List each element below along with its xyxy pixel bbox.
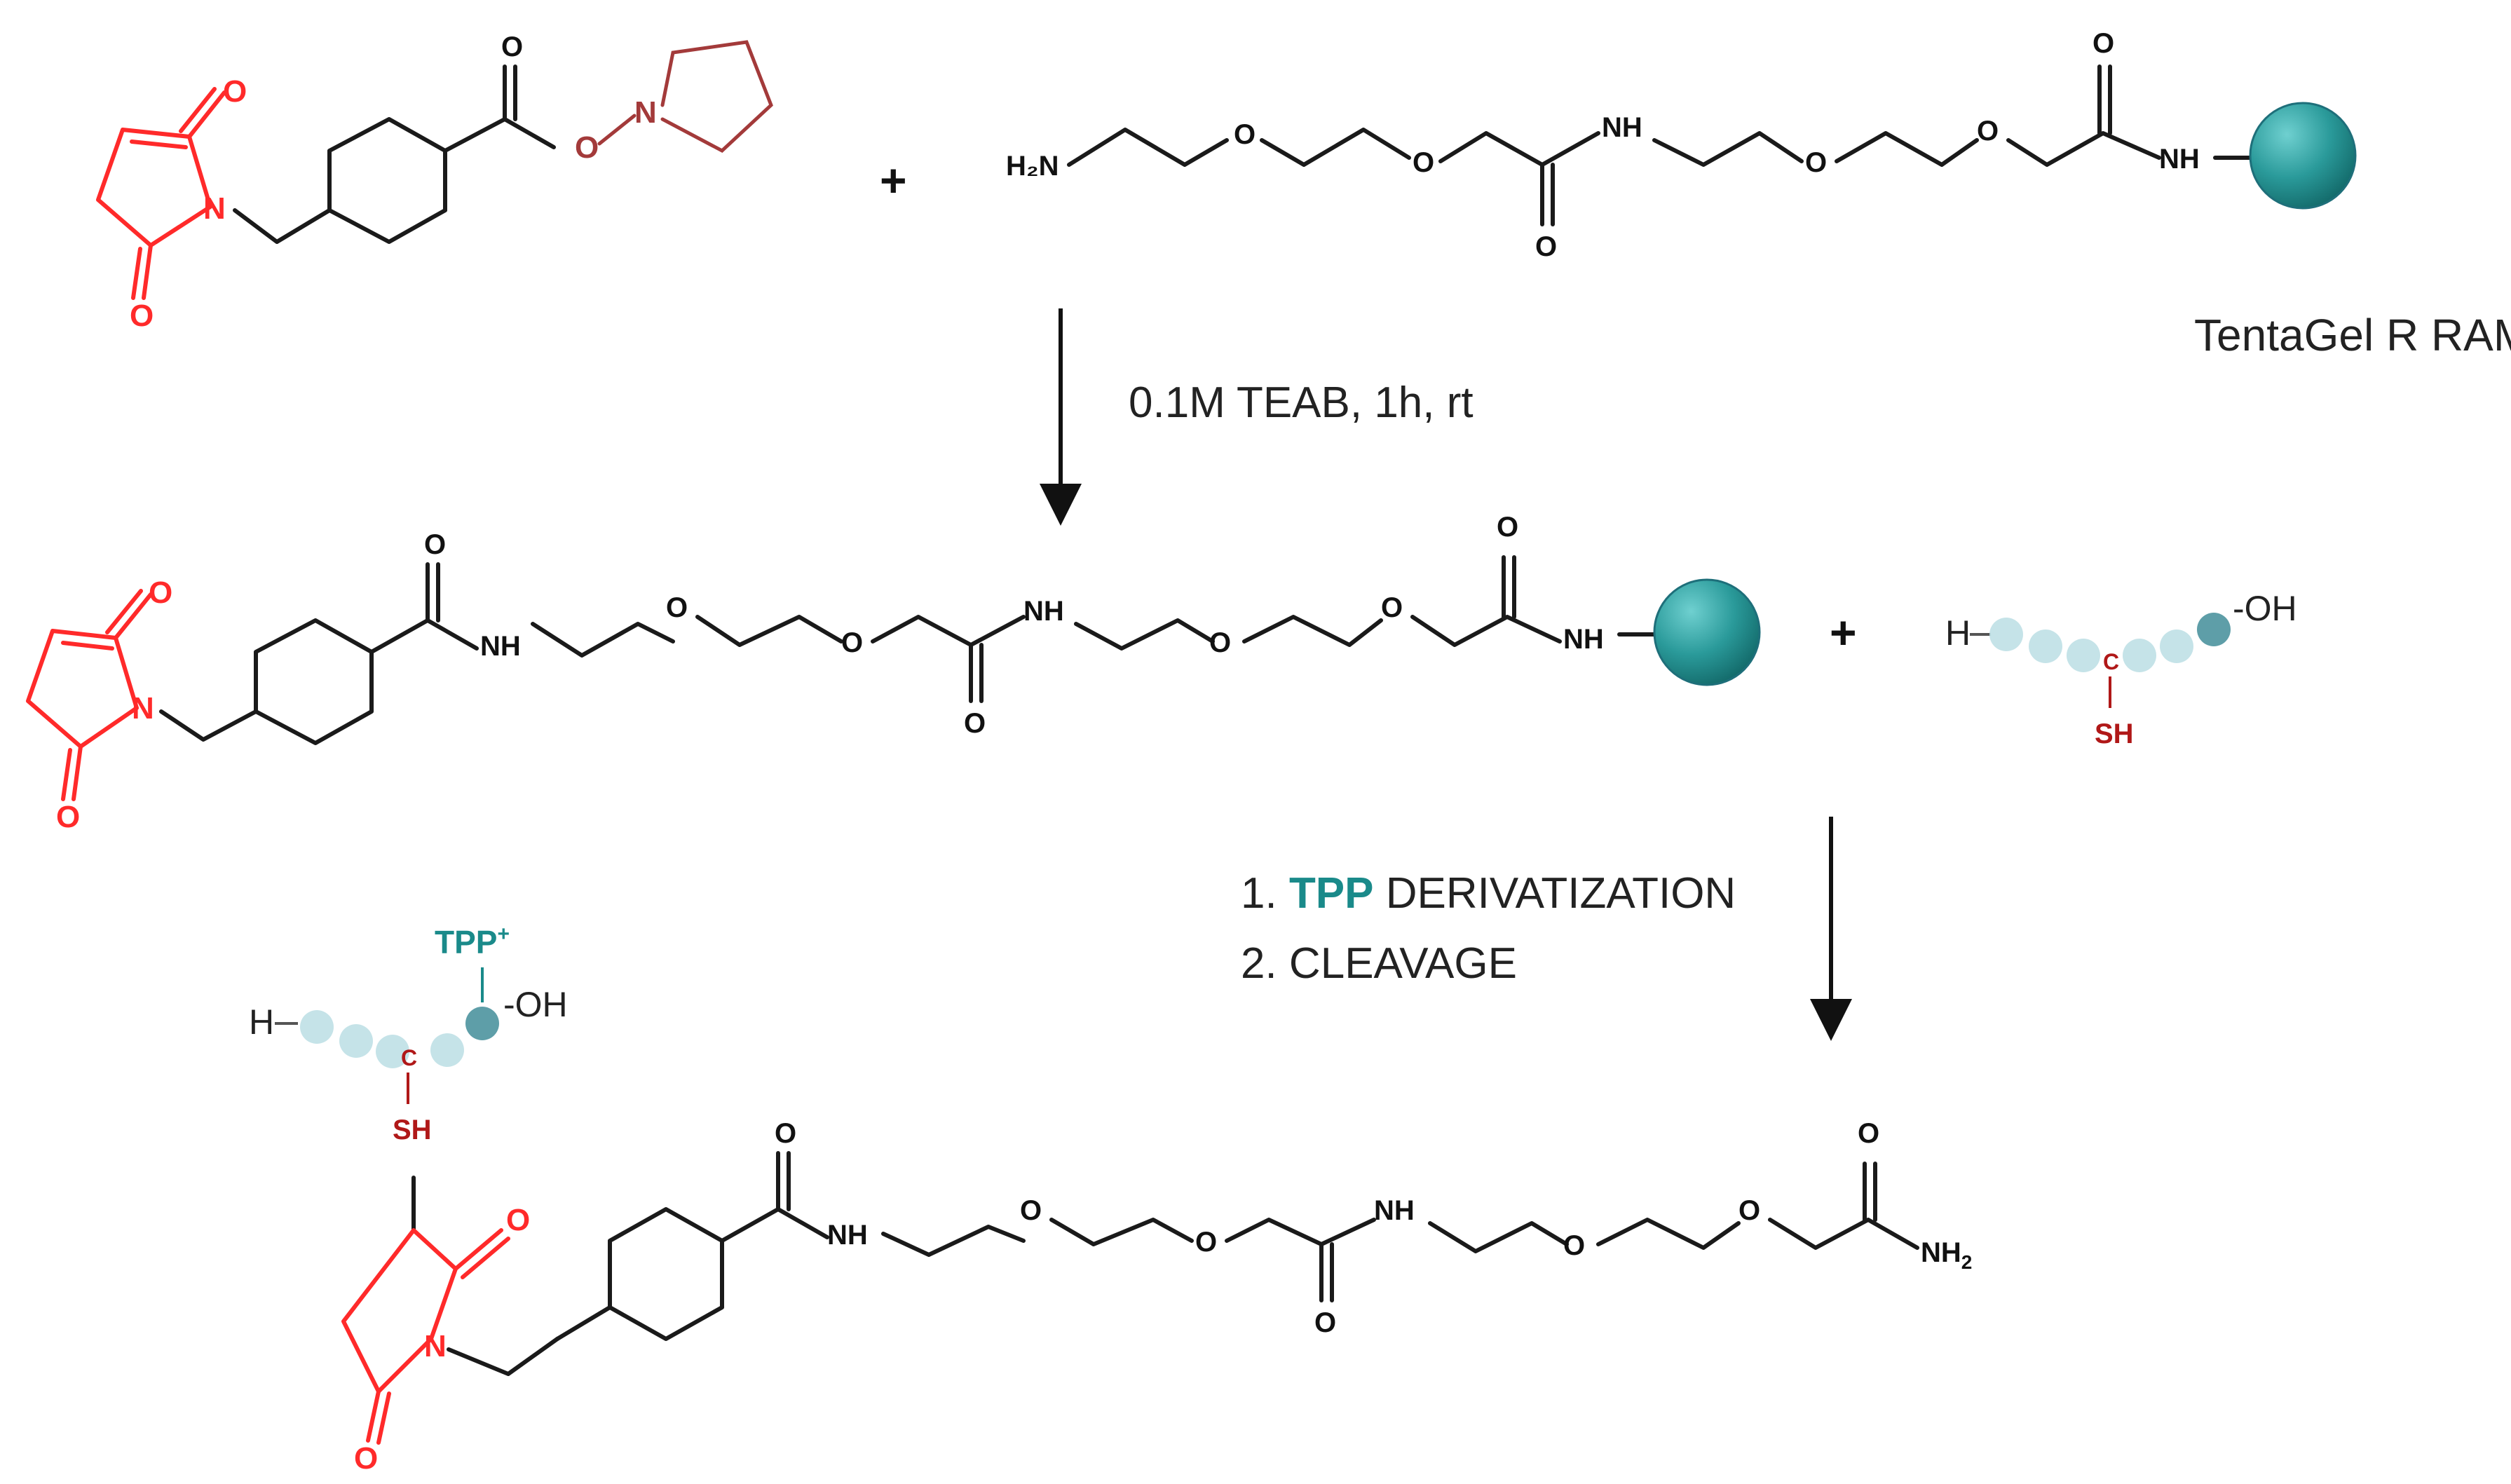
tpp-label: TPP+ — [435, 923, 510, 960]
tentagel-linker: H₂N O O O NH O O O NH — [1006, 28, 2357, 262]
residue-bead-icon — [2067, 639, 2100, 672]
atom-o: O — [1413, 147, 1434, 178]
resin-bead-icon — [1653, 578, 1761, 686]
residue-bead-icon — [2197, 613, 2231, 646]
atom-o: O — [964, 708, 986, 739]
maleimide-ring: O O N — [96, 74, 247, 333]
atom-o: O — [1563, 1230, 1585, 1261]
atom-o: O — [1977, 116, 1999, 147]
atom-o: O — [1234, 119, 1256, 150]
cysteine-c: C — [401, 1045, 417, 1070]
plus-sign: + — [1830, 606, 1857, 658]
atom-n: N — [634, 95, 657, 130]
final-conjugate: TPP+ H -OH C SH O O N O NH O — [249, 923, 1972, 1476]
peptide-oh: -OH — [503, 985, 568, 1024]
atom-n: N — [203, 191, 226, 226]
atom-n: N — [132, 691, 154, 726]
residue-bead-icon — [376, 1035, 409, 1068]
atom-o: O — [149, 576, 172, 610]
atom-nh: NH — [827, 1220, 868, 1251]
atom-o: O — [2092, 28, 2114, 59]
atom-o: O — [1497, 512, 1518, 543]
atom-o: O — [501, 32, 523, 62]
maleimide-ring: O O N — [26, 576, 172, 834]
atom-nh: NH — [1374, 1195, 1415, 1226]
cysteine-c: C — [2103, 649, 2119, 674]
plus-sign: + — [880, 154, 907, 206]
peptide-h: H — [249, 1002, 274, 1042]
step2-line2: 2. CLEAVAGE — [1241, 939, 1517, 988]
atom-o: O — [424, 529, 446, 560]
atom-nh: NH — [1602, 112, 1642, 143]
residue-bead-icon — [2123, 639, 2156, 672]
peptide-h: H — [1945, 613, 1971, 653]
atom-o: O — [1858, 1118, 1879, 1149]
residue-bead-icon — [2160, 629, 2193, 663]
atom-o: O — [56, 800, 80, 834]
tpp-highlight: TPP — [1289, 869, 1374, 918]
resin-bead-icon — [2249, 102, 2357, 210]
atom-o: O — [666, 592, 688, 623]
atom-o: O — [506, 1203, 530, 1237]
step1-conditions: 0.1M TEAB, 1h, rt — [1129, 379, 1474, 427]
atom-nh: NH — [2159, 144, 2200, 175]
atom-o: O — [1020, 1195, 1042, 1226]
atom-nh: NH — [480, 631, 521, 662]
atom-o: O — [841, 627, 863, 658]
atom-o: O — [1805, 147, 1827, 178]
atom-o: O — [575, 130, 599, 165]
atom-o: O — [1209, 627, 1231, 658]
residue-bead-icon — [300, 1010, 334, 1044]
atom-h2n: H₂N — [1006, 151, 1059, 182]
atom-o: O — [1381, 592, 1403, 623]
residue-bead-icon — [2029, 629, 2062, 663]
maleimide-nhs-ester: O O N O O N — [96, 32, 773, 333]
atom-o: O — [130, 299, 154, 333]
residue-bead-icon — [465, 1007, 499, 1040]
atom-o: O — [354, 1441, 378, 1476]
thiol-sh: SH — [2095, 719, 2134, 749]
resin-label: TentaGel R RAM — [2194, 310, 2511, 360]
atom-o: O — [775, 1118, 796, 1149]
peptide-oh: -OH — [2233, 589, 2297, 628]
atom-o: O — [1535, 231, 1557, 262]
residue-bead-icon — [1989, 618, 2023, 651]
intermediate-resin-maleimide: O O N O NH O O O NH O O O NH — [26, 512, 1761, 834]
atom-o: O — [1738, 1195, 1760, 1226]
thiol-sh: SH — [393, 1115, 432, 1145]
atom-n: N — [424, 1329, 447, 1363]
atom-o: O — [1314, 1307, 1336, 1338]
atom-nh: NH — [1023, 596, 1064, 627]
residue-bead-icon — [339, 1024, 373, 1058]
cysteine-peptide: H C SH -OH — [1945, 589, 2297, 749]
atom-o: O — [1195, 1227, 1217, 1258]
residue-bead-icon — [430, 1033, 464, 1067]
step2-line1: 1. TPP DERIVATIZATION — [1241, 869, 1736, 918]
atom-o: O — [223, 74, 247, 109]
succinimide-ring: O O N — [341, 1203, 530, 1476]
atom-nh: NH — [1563, 624, 1604, 655]
atom-nh2: NH2 — [1921, 1237, 1972, 1273]
